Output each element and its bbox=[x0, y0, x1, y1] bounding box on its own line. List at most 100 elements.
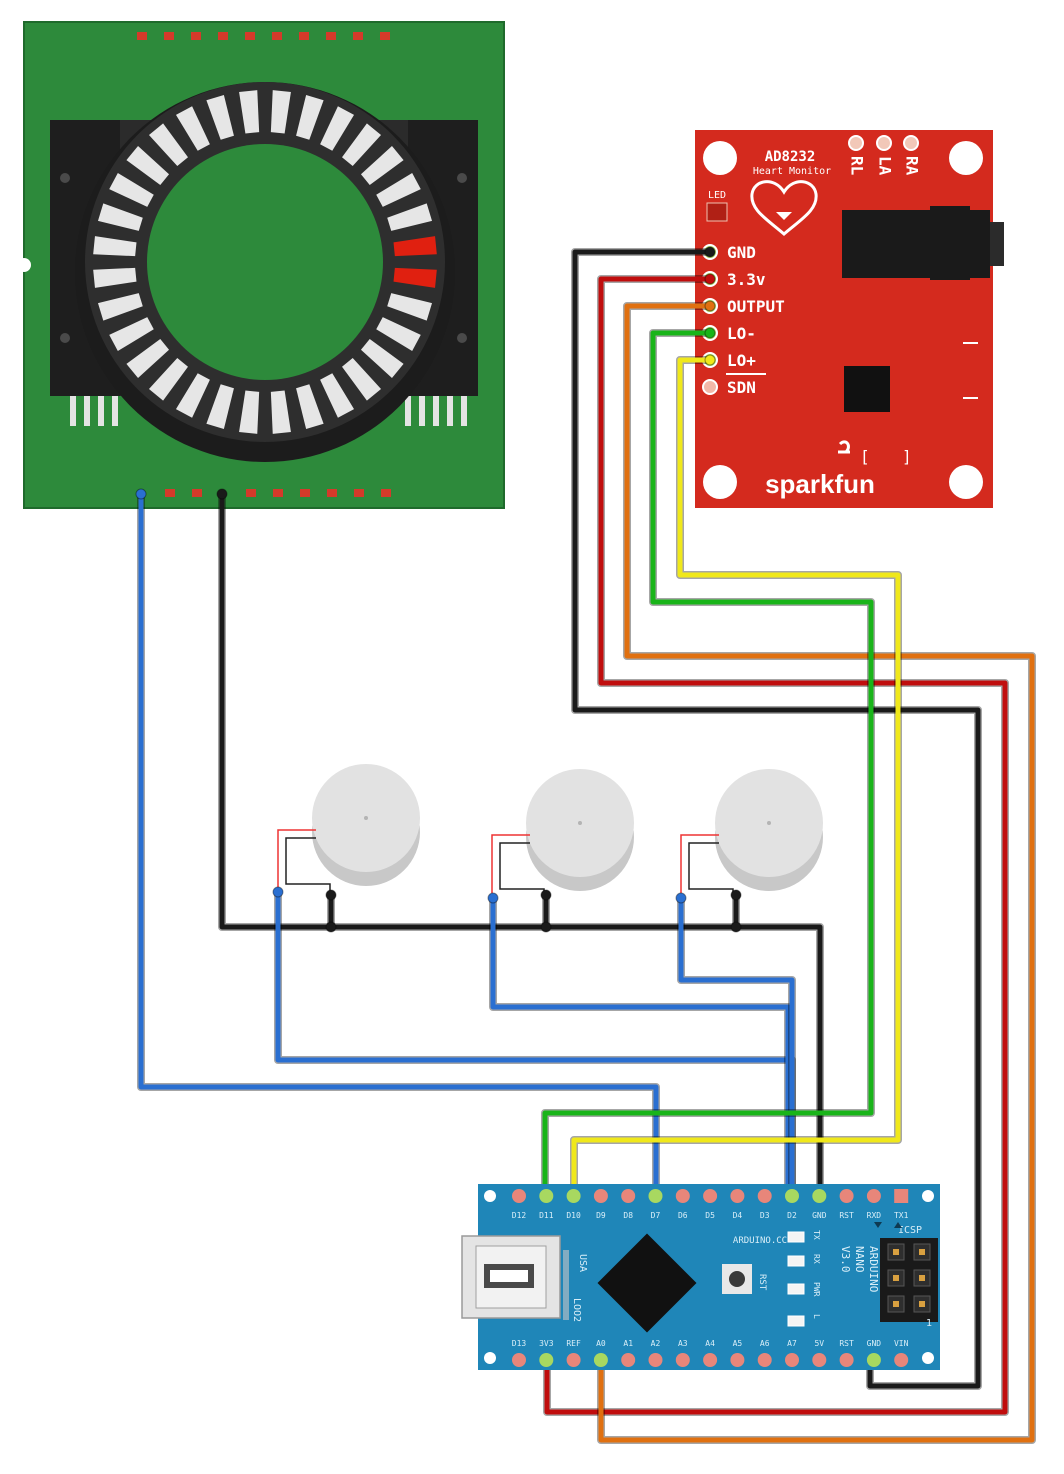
wire-motor-ground-end bbox=[730, 921, 742, 933]
wire-ecg-lo-minus-end bbox=[704, 327, 716, 339]
nano-led-label: RX bbox=[812, 1254, 821, 1264]
led-segment bbox=[93, 267, 137, 288]
nano-top-pin[interactable] bbox=[621, 1189, 636, 1203]
led-ring-center bbox=[147, 144, 383, 380]
nano-bottom-pin[interactable] bbox=[730, 1353, 745, 1367]
ring-top-pads bbox=[137, 32, 390, 40]
nano-top-pin[interactable] bbox=[675, 1189, 690, 1203]
nano-bottom-pin[interactable] bbox=[703, 1353, 718, 1367]
electrode-label: RA bbox=[903, 156, 922, 176]
led-label: LED bbox=[708, 190, 726, 201]
wire-motor-ground-end bbox=[540, 889, 552, 901]
nano-bottom-pin[interactable] bbox=[621, 1353, 636, 1367]
pin-one-label: 1 bbox=[926, 1318, 932, 1329]
nano-led bbox=[787, 1315, 805, 1327]
electrode-pad bbox=[876, 135, 892, 151]
wire-ecg-output bbox=[598, 303, 1035, 1443]
pin-leg bbox=[98, 396, 104, 426]
nano-top-pin[interactable] bbox=[566, 1189, 581, 1203]
nano-bottom-pin[interactable] bbox=[675, 1353, 690, 1367]
nano-top-pin-label: D11 bbox=[539, 1211, 554, 1220]
wire-ecg-gnd bbox=[572, 249, 981, 1389]
nano-bottom-pin[interactable] bbox=[593, 1353, 608, 1367]
rst-label: RST bbox=[757, 1274, 767, 1291]
pin-leg bbox=[84, 396, 90, 426]
wire-motor1 bbox=[275, 889, 795, 1199]
nano-bottom-pin-label: REF bbox=[566, 1339, 581, 1348]
mount-hole bbox=[703, 141, 737, 175]
nano-bottom-pin-label: RST bbox=[839, 1339, 854, 1348]
pad bbox=[218, 32, 228, 40]
nano-top-pin[interactable] bbox=[812, 1189, 827, 1203]
nano-top-pin-label: D4 bbox=[733, 1211, 743, 1220]
nano-model-line: NANO bbox=[853, 1246, 866, 1273]
nano-top-pin[interactable] bbox=[894, 1189, 909, 1203]
icsp-pin-core bbox=[893, 1275, 899, 1281]
nano-bottom-pin[interactable] bbox=[866, 1353, 881, 1367]
board-notch bbox=[17, 258, 31, 272]
nano-top-pin[interactable] bbox=[703, 1189, 718, 1203]
chip-code: LOO2 bbox=[571, 1298, 582, 1322]
brand-logo: sparkfun bbox=[765, 469, 875, 499]
wire-motor-ground-end bbox=[730, 889, 742, 901]
ecg-pin-label: GND bbox=[727, 243, 756, 262]
nano-top-pin[interactable] bbox=[785, 1189, 799, 1203]
led-segment bbox=[97, 203, 143, 231]
nano-led-label: TX bbox=[812, 1230, 821, 1240]
pad bbox=[245, 32, 255, 40]
nano-top-pin[interactable] bbox=[648, 1189, 663, 1203]
nano-bottom-pin[interactable] bbox=[812, 1353, 827, 1367]
icsp-header bbox=[880, 1238, 938, 1322]
motor-lead-red bbox=[680, 834, 719, 893]
led-segment bbox=[206, 94, 234, 140]
led-segment bbox=[270, 390, 291, 434]
nano-top-pin[interactable] bbox=[730, 1189, 745, 1203]
nano-bottom-pin[interactable] bbox=[757, 1353, 772, 1367]
ecg-pin-label: LO- bbox=[727, 324, 756, 343]
pad bbox=[165, 489, 175, 497]
icsp-pin-core bbox=[919, 1275, 925, 1281]
sparkfun-flame-icon bbox=[838, 440, 850, 454]
mount-hole bbox=[703, 465, 737, 499]
nano-bottom-pin[interactable] bbox=[839, 1353, 854, 1367]
led-ring-board bbox=[17, 21, 505, 509]
wire-ecg-lo-plus-end bbox=[704, 354, 716, 366]
nano-top-pin-label: GND bbox=[812, 1211, 827, 1220]
led-segment bbox=[376, 172, 421, 207]
led-segment bbox=[109, 317, 154, 352]
led-segment bbox=[342, 357, 382, 401]
motor-center bbox=[767, 821, 771, 825]
ecg-pin[interactable] bbox=[702, 379, 718, 395]
nano-top-pin[interactable] bbox=[866, 1189, 881, 1203]
icsp-pin-core bbox=[893, 1301, 899, 1307]
icsp-label: ICSP bbox=[898, 1225, 922, 1236]
wire-motor3 bbox=[678, 895, 795, 1199]
nano-top-pin-label: D2 bbox=[787, 1211, 797, 1220]
nano-top-pin-label: RXD bbox=[867, 1211, 882, 1220]
nano-led bbox=[787, 1255, 805, 1267]
nano-bottom-pin[interactable] bbox=[785, 1353, 799, 1367]
status-led bbox=[706, 202, 728, 222]
nano-top-pin[interactable] bbox=[539, 1189, 554, 1203]
nano-bottom-pin[interactable] bbox=[512, 1353, 526, 1367]
nano-bottom-pin[interactable] bbox=[539, 1353, 554, 1367]
nano-bottom-pin[interactable] bbox=[648, 1353, 663, 1367]
nano-top-pin[interactable] bbox=[512, 1189, 526, 1203]
nano-top-pin[interactable] bbox=[757, 1189, 772, 1203]
ring-legs bbox=[70, 396, 467, 426]
nano-top-pin[interactable] bbox=[593, 1189, 608, 1203]
nano-bottom-pin-label: A6 bbox=[760, 1339, 770, 1348]
motor-center bbox=[578, 821, 582, 825]
pad bbox=[354, 489, 364, 497]
nano-top-pin[interactable] bbox=[839, 1189, 854, 1203]
mcu-chip bbox=[597, 1233, 697, 1333]
usb-label: USA bbox=[577, 1254, 588, 1272]
nano-bottom-pin[interactable] bbox=[894, 1353, 909, 1367]
wire-ecg-3v3-end bbox=[704, 273, 716, 285]
nano-bottom-pin[interactable] bbox=[566, 1353, 581, 1367]
vibration-motor bbox=[277, 764, 420, 892]
icsp-pin-core bbox=[919, 1249, 925, 1255]
